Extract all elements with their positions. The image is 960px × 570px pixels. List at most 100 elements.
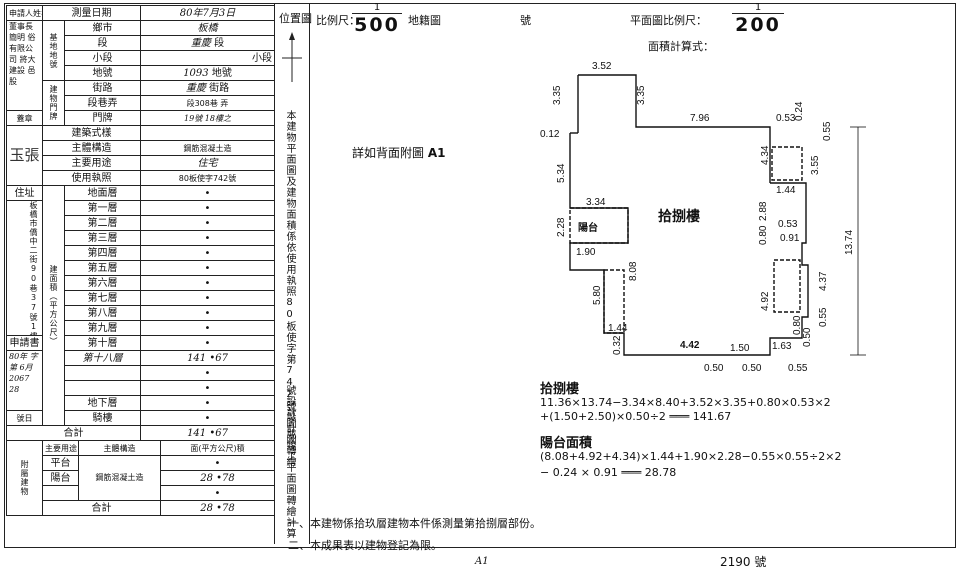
total-value: 141 •67: [139, 425, 276, 441]
column-divider: [309, 4, 310, 544]
floor-area: •: [139, 410, 276, 426]
land-sheet-label: 地籍圖: [408, 14, 441, 27]
floor-area: •: [139, 230, 276, 246]
plan-dim: 4.37: [818, 271, 829, 291]
door-label: 建物門牌: [42, 80, 65, 126]
plan-dim: 0.55: [788, 363, 808, 374]
floor-name: 第七層: [64, 290, 141, 306]
plan-dim: 0.24: [794, 101, 805, 121]
plan-dim: 1.63: [772, 341, 792, 352]
address-value: 板橋市僑中二街90巷37號1樓: [6, 200, 43, 336]
plan-dim: 0.12: [540, 129, 560, 140]
plan-dim: 2.28: [556, 217, 567, 237]
seal-label: 蓋章: [6, 110, 43, 126]
plan-dim: 1.50: [730, 343, 750, 354]
floor-name: 第一層: [64, 200, 141, 216]
floor-name: 騎樓: [64, 410, 141, 426]
total-label: 合計: [6, 425, 141, 441]
survey-date: 80年7月3日: [139, 5, 276, 21]
township-value: 板橋: [139, 20, 276, 36]
attach-header-use: 主要用途: [42, 440, 79, 456]
document-frame: [4, 3, 956, 548]
building-style-label: 建築式樣: [42, 125, 141, 141]
main-use-value: 住宅: [139, 155, 276, 171]
plan-dim: 5.34: [556, 163, 567, 183]
license-value: 80板使字742號: [139, 170, 276, 186]
plan-dim: 13.74: [844, 230, 855, 255]
plan-dim: 0.50: [742, 363, 762, 374]
attach-area: •: [159, 455, 276, 471]
door-no-value: 19號 18樓之: [139, 110, 276, 126]
seal-stamp: 玉張: [6, 125, 43, 186]
floor-area: •: [139, 260, 276, 276]
floor-calc-2: +(1.50+2.50)×0.50÷2 ═══ 141.67: [540, 410, 732, 423]
balcony-calc-2: − 0.24 × 0.91 ═══ 28.78: [540, 466, 677, 479]
plan-dim: 7.96: [690, 113, 710, 124]
section-value: 重慶: [190, 37, 211, 49]
plan-scale-numerator: 1: [754, 2, 762, 13]
scale-numerator: 1: [373, 2, 381, 13]
address-label: 住址: [6, 185, 43, 201]
plan-dim: 3.52: [592, 61, 612, 72]
street-suffix: 街路: [209, 82, 230, 94]
plan-dim: 0.53: [776, 113, 796, 124]
plan-dim: 4.92: [760, 291, 771, 311]
floor-area: •: [139, 200, 276, 216]
plan-dim: 0.55: [822, 121, 833, 141]
township-label: 鄉市: [64, 20, 141, 36]
lane-value: 段308巷: [186, 98, 218, 108]
see-back-note: 詳如背面附圖 A1: [352, 144, 445, 161]
applicant-names: 董事長 簡明 俗有限公司 將大建設 邑 股: [6, 20, 43, 111]
apply-day: 28: [9, 385, 20, 394]
plan-dim: 0.50: [802, 327, 813, 347]
floor-name: [64, 380, 141, 396]
plan-dim: 5.80: [592, 285, 603, 305]
bottom-left-mark: A1: [475, 556, 489, 567]
plan-dim: 4.42: [680, 340, 700, 351]
plan-dim: 3.35: [636, 85, 647, 105]
lane-suffix: 弄: [220, 98, 229, 108]
see-back-text: 詳如背面附圖: [352, 146, 425, 160]
plan-dim: 0.80: [758, 225, 769, 245]
registration-form: 申請人姓名 測量日期 80年7月3日 董事長 簡明 俗有限公司 將大建設 邑 股…: [6, 5, 276, 516]
sheet-no-label: 號: [520, 14, 531, 27]
landno-label: 地號: [64, 65, 141, 81]
plan-dim: 0.55: [818, 307, 829, 327]
floor-area: •: [139, 185, 276, 201]
scale-denominator: 500: [352, 13, 402, 36]
plan-balcony-label: 陽台: [578, 221, 598, 234]
survey-date-label: 測量日期: [42, 5, 141, 21]
attach-label: 附屬建物: [6, 440, 43, 516]
area-label: 建面積（平方公尺）: [42, 185, 65, 426]
apply-no-num: 2067: [9, 374, 30, 383]
landno-suffix: 地號: [211, 67, 232, 79]
attach-use: 平台: [42, 455, 79, 471]
plan-dim: 0.80: [792, 315, 803, 335]
floor-name: 第九層: [64, 320, 141, 336]
section-suffix: 段: [214, 37, 225, 49]
floor-area: •: [139, 335, 276, 351]
floor-area: •: [139, 320, 276, 336]
location-label: 位置圖: [279, 12, 312, 25]
floor-name: 地下層: [64, 395, 141, 411]
plan-scale-denominator: 200: [732, 13, 784, 36]
attach-area: 28 •78: [159, 470, 276, 486]
attach-use: [42, 485, 79, 501]
north-arrow-icon: [282, 32, 302, 82]
note-vertical-2: 號設計圖或竣工平面圖轉繪計算: [284, 385, 295, 539]
landno-value: 1093: [183, 67, 209, 79]
apply-suffix-label: 號日: [6, 410, 43, 426]
main-structure-label: 主體構造: [42, 140, 141, 156]
subsection-label: 小段: [64, 50, 141, 66]
plan-dim: 1.90: [576, 247, 596, 258]
area-formula-label: 面積計算式：: [648, 40, 714, 53]
plan-dim: 2.88: [758, 201, 769, 221]
floor-area: •: [139, 305, 276, 321]
apply-label: 申請書: [6, 335, 43, 351]
plan-room-label: 拾捌樓: [658, 208, 700, 224]
balcony-calc-1: (8.08+4.92+4.34)×1.44+1.90×2.28−0.55×0.5…: [540, 450, 842, 463]
floor-name: 第二層: [64, 215, 141, 231]
section-label: 段: [64, 35, 141, 51]
see-back-ref: A1: [427, 146, 446, 160]
floor-area: •: [139, 365, 276, 381]
